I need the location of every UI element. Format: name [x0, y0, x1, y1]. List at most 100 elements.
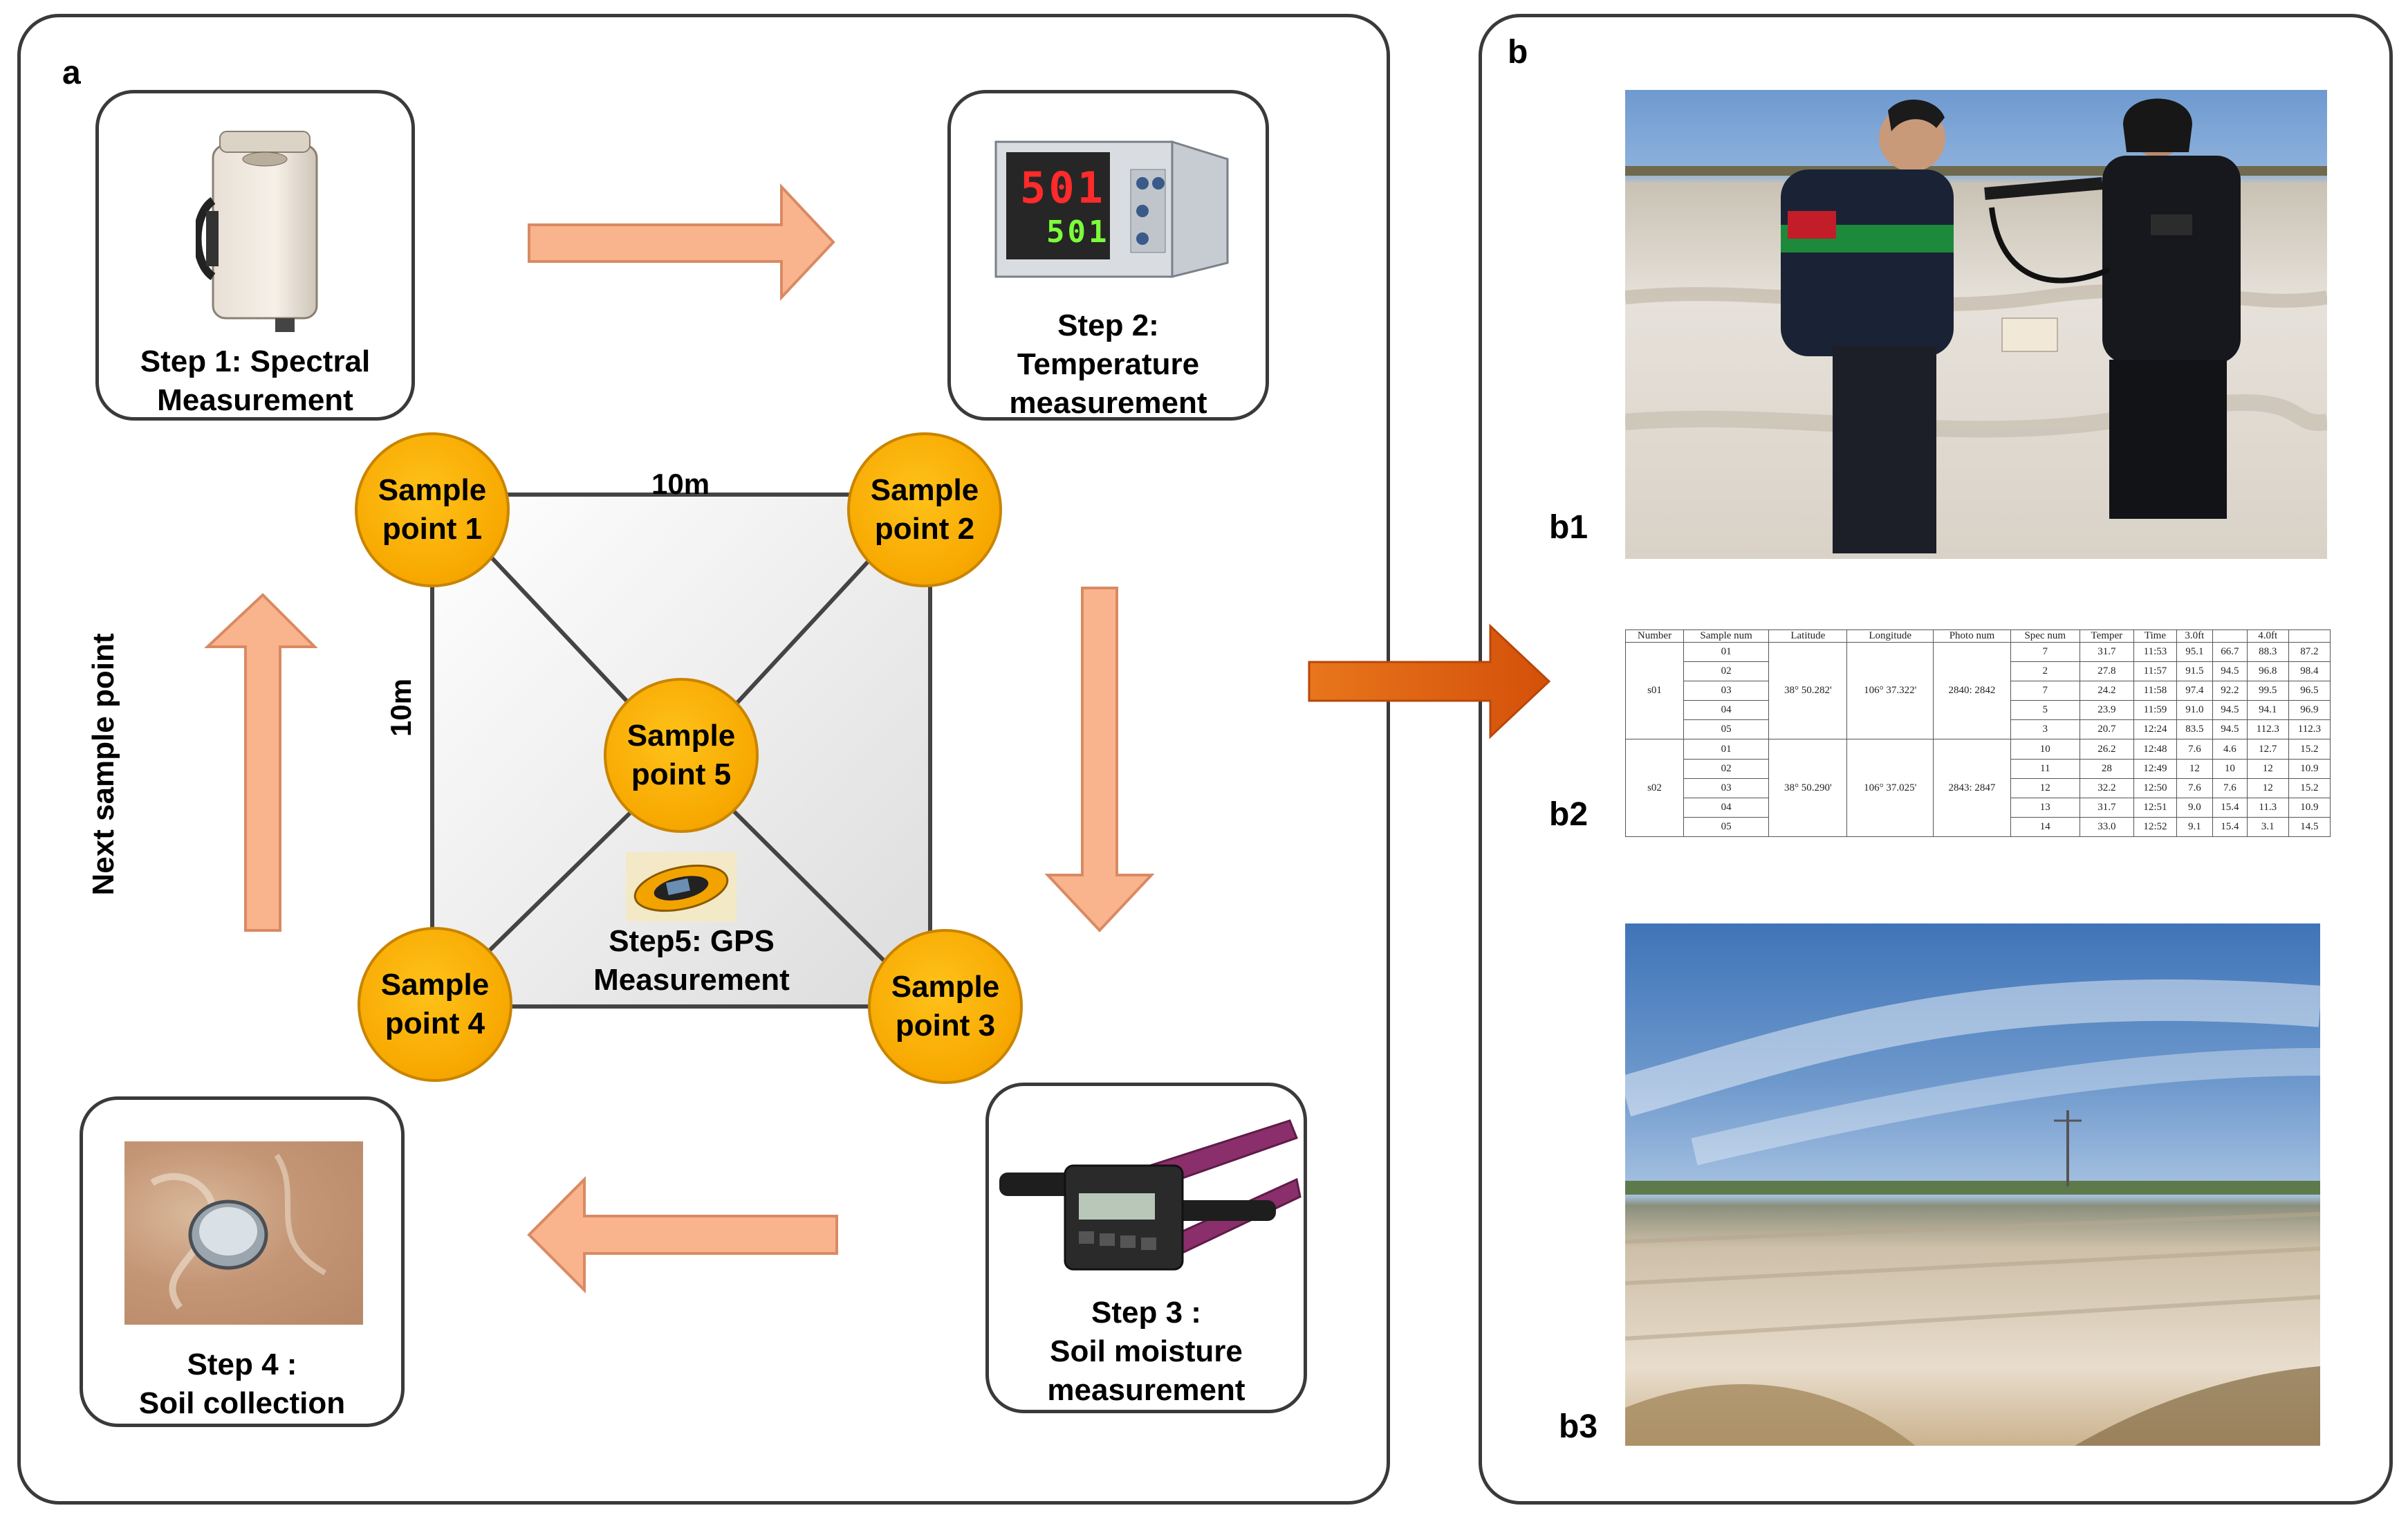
table-cell: 24.2 [2079, 681, 2135, 701]
table-cell: 12.7 [2246, 739, 2289, 760]
panel-a-letter: a [62, 55, 81, 91]
table-cell: 15.2 [2288, 778, 2331, 798]
step5-label-line2: Measurement [593, 963, 790, 997]
table-cell: 02 [1683, 661, 1770, 682]
table-cell: 91.5 [2176, 661, 2213, 682]
table-cell: 01 [1683, 739, 1770, 760]
table-cell: 38° 50.282' [1768, 641, 1848, 740]
sample-point-2-line2: point 2 [874, 512, 975, 546]
table-header-cell: 3.0ft [2176, 629, 2213, 643]
arrow-a-to-b [1308, 623, 1551, 739]
table-cell: 12:51 [2133, 797, 2177, 818]
table-header-cell: Latitude [1768, 629, 1848, 643]
table-header-cell: Spec num [2010, 629, 2080, 643]
table-cell: 66.7 [2212, 641, 2248, 663]
table-cell: 94.1 [2246, 700, 2289, 721]
table-cell: 11:57 [2133, 661, 2177, 682]
table-cell: 96.9 [2288, 700, 2331, 721]
table-cell: 91.0 [2176, 700, 2213, 721]
spectrometer-icon [196, 131, 318, 332]
step3-label-line1: Step 3 : [1091, 1296, 1201, 1330]
table-header-cell: Photo num [1932, 629, 2011, 643]
step1-label-line2: Measurement [157, 383, 353, 417]
table-cell: 20.7 [2079, 719, 2135, 740]
table-cell: 13 [2010, 797, 2080, 818]
table-cell: 03 [1683, 681, 1770, 701]
arrow-step3-to-step4 [527, 1176, 838, 1294]
table-header-cell: Number [1625, 629, 1684, 643]
distance-horizontal-label: 10m [651, 468, 710, 500]
table-header-cell: Longitude [1846, 629, 1934, 643]
table-header-cell: Sample num [1683, 629, 1770, 643]
step3-label: Step 3 : Soil moisture measurement [989, 1294, 1304, 1410]
table-cell: 2843: 2847 [1932, 739, 2011, 837]
table-cell: 10.9 [2288, 758, 2331, 779]
photo-b3-saline-field [1625, 923, 2320, 1446]
table-cell: 9.1 [2176, 816, 2213, 838]
sample-point-1: Sample point 1 [355, 432, 510, 587]
table-cell: 12:48 [2133, 739, 2177, 760]
table-header-cell [2212, 629, 2248, 643]
table-cell: 7 [2010, 681, 2080, 701]
table-header-cell: Temper [2079, 629, 2135, 643]
distance-vertical-label: 10m [385, 678, 417, 737]
sample-point-1-line2: point 1 [382, 512, 483, 546]
step3-box: Step 3 : Soil moisture measurement [985, 1083, 1307, 1413]
table-cell: 01 [1683, 641, 1770, 663]
table-cell: s02 [1625, 739, 1684, 837]
table-header-cell: 4.0ft [2246, 629, 2289, 643]
table-cell: 10 [2010, 739, 2080, 760]
table-cell: 7.6 [2176, 739, 2213, 760]
table-cell: 4.6 [2212, 739, 2248, 760]
sample-point-3-line2: point 3 [895, 1009, 996, 1042]
table-cell: 04 [1683, 700, 1770, 721]
table-cell: 02 [1683, 758, 1770, 779]
sample-point-2-line1: Sample [870, 473, 979, 507]
table-cell: 27.8 [2079, 661, 2135, 682]
step2-label-line1: Step 2: [1057, 309, 1159, 342]
table-cell: 7 [2010, 641, 2080, 663]
table-cell: 7.6 [2212, 778, 2248, 798]
table-cell: 87.2 [2288, 641, 2331, 663]
step1-label-line1: Step 1: Spectral [140, 344, 371, 378]
table-cell: 38° 50.290' [1768, 739, 1848, 837]
label-b2: b2 [1549, 796, 1589, 833]
photo-b1-field-measurement [1625, 90, 2327, 559]
table-cell: 33.0 [2079, 816, 2135, 838]
table-cell: 10 [2212, 758, 2248, 779]
table-cell: 94.5 [2212, 700, 2248, 721]
sample-point-3: Sample point 3 [868, 929, 1023, 1084]
label-b3: b3 [1559, 1408, 1598, 1445]
table-cell: 04 [1683, 797, 1770, 818]
table-cell: 11:58 [2133, 681, 2177, 701]
step4-label-line1: Step 4 : [187, 1348, 297, 1381]
sample-point-4-line1: Sample [380, 968, 490, 1002]
table-cell: 03 [1683, 778, 1770, 798]
step4-label: Step 4 : Soil collection [83, 1345, 401, 1423]
table-cell: 3 [2010, 719, 2080, 740]
table-cell: 15.4 [2212, 816, 2248, 838]
sample-point-4: Sample point 4 [358, 927, 512, 1082]
table-cell: 26.2 [2079, 739, 2135, 760]
step2-label-line2: Temperature [1017, 347, 1200, 381]
soil-sample-photo [124, 1141, 363, 1325]
table-cell: 28 [2079, 758, 2135, 779]
table-cell: 11:53 [2133, 641, 2177, 663]
sample-point-5-line2: point 5 [631, 757, 732, 791]
table-cell: 23.9 [2079, 700, 2135, 721]
table-cell: 32.2 [2079, 778, 2135, 798]
table-cell: 12 [2246, 778, 2289, 798]
step3-label-line3: measurement [1047, 1373, 1245, 1407]
sample-point-1-line1: Sample [378, 473, 487, 507]
table-cell: 2840: 2842 [1932, 641, 2011, 740]
sample-point-5: Sample point 5 [604, 678, 759, 833]
table-cell: s01 [1625, 641, 1684, 740]
